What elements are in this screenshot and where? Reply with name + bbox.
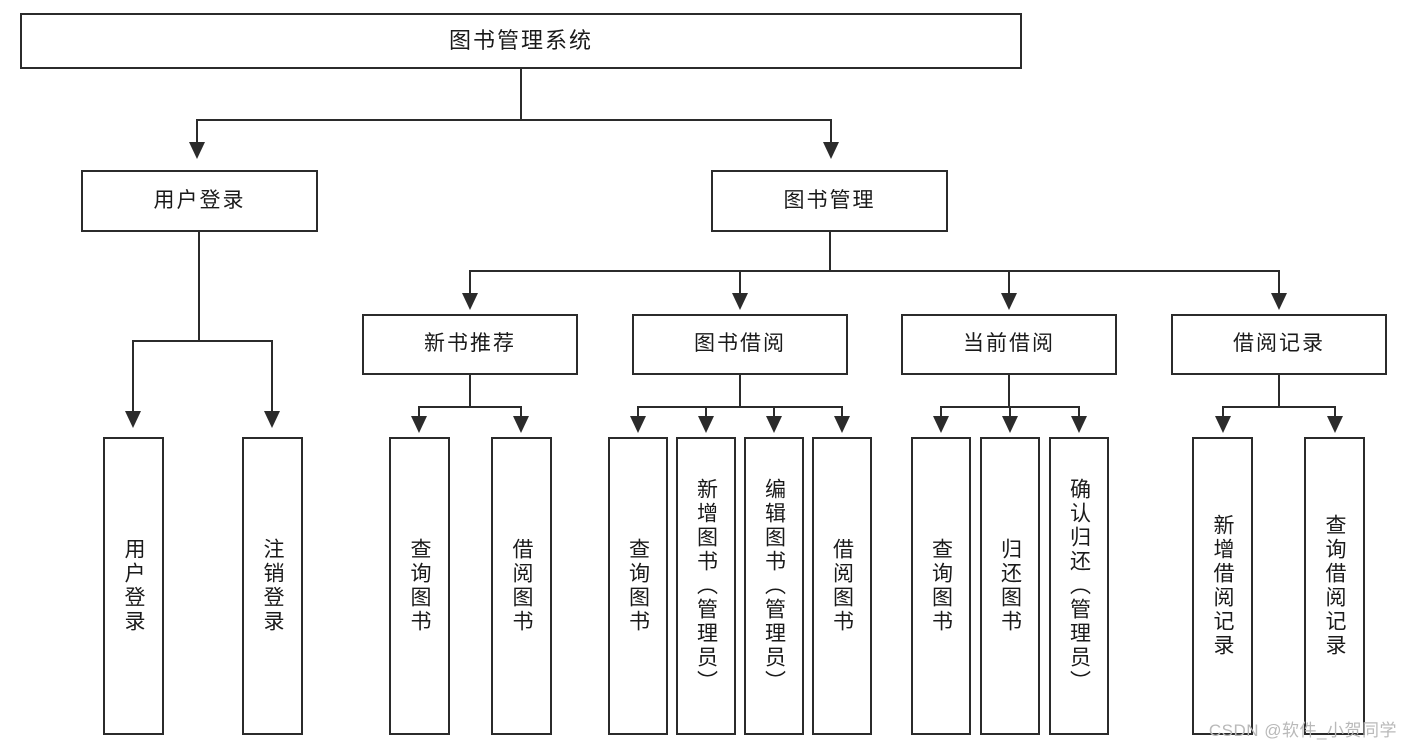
arrowhead-leaf-logout — [264, 411, 280, 428]
connector-new-book-stem — [469, 375, 471, 408]
arrowhead-borrow-record — [1271, 293, 1287, 310]
leaf-cb-query-book[interactable]: 查询图书 — [911, 437, 971, 735]
connector-user-login-drop-1 — [132, 340, 134, 413]
arrowhead-bb-leaf-3 — [766, 416, 782, 433]
node-root-system[interactable]: 图书管理系统 — [20, 13, 1022, 69]
connector-borrow-record-bar — [1222, 406, 1336, 408]
node-label: 用户登录 — [122, 538, 145, 634]
arrowhead-new-book — [462, 293, 478, 310]
connector-bb-drop-4 — [841, 406, 843, 418]
connector-user-login-stem — [198, 232, 200, 342]
arrowhead-leaf-user-login — [125, 411, 141, 428]
arrowhead-cb-leaf-2 — [1002, 416, 1018, 433]
leaf-br-add-record[interactable]: 新增借阅记录 — [1192, 437, 1253, 735]
connector-br-drop-1 — [1222, 406, 1224, 418]
leaf-bb-add-book[interactable]: 新增图书（管理员） — [676, 437, 736, 735]
connector-book-borrow-stem — [739, 375, 741, 408]
node-label: 图书管理 — [783, 188, 876, 212]
arrowhead-user-login — [189, 142, 205, 159]
connector-user-login-bar — [132, 340, 273, 342]
node-label: 查询图书 — [626, 538, 650, 634]
arrowhead-bb-leaf-4 — [834, 416, 850, 433]
arrowhead-nb-leaf-2 — [513, 416, 529, 433]
node-label: 查询借阅记录 — [1323, 514, 1346, 658]
leaf-bb-edit-book[interactable]: 编辑图书（管理员） — [744, 437, 804, 735]
node-label: 新书推荐 — [424, 332, 516, 356]
leaf-bb-borrow-book[interactable]: 借阅图书 — [812, 437, 872, 735]
node-label: 图书借阅 — [694, 332, 786, 356]
node-label: 新增借阅记录 — [1211, 514, 1234, 658]
arrowhead-cb-leaf-1 — [933, 416, 949, 433]
connector-cb-drop-2 — [1009, 406, 1011, 418]
arrowhead-current-borrow — [1001, 293, 1017, 310]
connector-book-manage-bar — [469, 270, 1280, 272]
leaf-bb-query-book[interactable]: 查询图书 — [608, 437, 668, 735]
node-label: 查询图书 — [929, 538, 953, 634]
node-label: 借阅记录 — [1233, 332, 1325, 356]
arrowhead-book-manage — [823, 142, 839, 159]
connector-new-book-bar — [418, 406, 522, 408]
leaf-br-query-record[interactable]: 查询借阅记录 — [1304, 437, 1365, 735]
connector-root-bar — [196, 119, 832, 121]
node-user-login[interactable]: 用户登录 — [81, 170, 318, 232]
connector-br-drop-2 — [1334, 406, 1336, 418]
node-label: 图书管理系统 — [448, 28, 593, 54]
node-book-borrow[interactable]: 图书借阅 — [632, 314, 848, 375]
connector-new-book-drop-2 — [520, 406, 522, 418]
arrowhead-bb-leaf-1 — [630, 416, 646, 433]
leaf-cb-return-book[interactable]: 归还图书 — [980, 437, 1040, 735]
connector-to-current-borrow — [1008, 270, 1010, 295]
connector-book-borrow-bar — [637, 406, 843, 408]
arrowhead-bb-leaf-2 — [698, 416, 714, 433]
node-label: 借阅图书 — [510, 538, 533, 634]
connector-new-book-drop-1 — [418, 406, 420, 418]
connector-current-borrow-stem — [1008, 375, 1010, 408]
leaf-nb-borrow-book[interactable]: 借阅图书 — [491, 437, 552, 735]
connector-bb-drop-2 — [705, 406, 707, 418]
connector-bb-drop-3 — [773, 406, 775, 418]
node-label: 当前借阅 — [963, 332, 1055, 356]
node-new-book-recommend[interactable]: 新书推荐 — [362, 314, 578, 375]
node-label: 新增图书（管理员） — [694, 478, 718, 694]
node-current-borrow[interactable]: 当前借阅 — [901, 314, 1117, 375]
node-label: 查询图书 — [408, 538, 431, 634]
connector-book-manage-stem — [829, 232, 831, 272]
arrowhead-cb-leaf-3 — [1071, 416, 1087, 433]
connector-root-to-user-login — [196, 119, 198, 144]
connector-cb-drop-1 — [940, 406, 942, 418]
connector-to-borrow-record — [1278, 270, 1280, 295]
connector-root-stem — [520, 69, 522, 120]
watermark-text: CSDN @软件_小贺同学 — [1208, 721, 1397, 740]
node-label: 借阅图书 — [830, 538, 854, 634]
leaf-user-login[interactable]: 用户登录 — [103, 437, 164, 735]
node-label: 归还图书 — [998, 538, 1022, 634]
connector-bb-drop-1 — [637, 406, 639, 418]
node-label: 用户登录 — [153, 188, 246, 212]
connector-cb-drop-3 — [1078, 406, 1080, 418]
connector-borrow-record-stem — [1278, 375, 1280, 408]
arrowhead-br-leaf-1 — [1215, 416, 1231, 433]
leaf-cb-confirm-return[interactable]: 确认归还（管理员） — [1049, 437, 1109, 735]
node-label: 编辑图书（管理员） — [762, 478, 786, 694]
connector-to-book-borrow — [739, 270, 741, 295]
connector-to-new-book — [469, 270, 471, 295]
arrowhead-book-borrow — [732, 293, 748, 310]
node-label: 确认归还（管理员） — [1067, 478, 1091, 694]
leaf-nb-query-book[interactable]: 查询图书 — [389, 437, 450, 735]
arrowhead-nb-leaf-1 — [411, 416, 427, 433]
node-borrow-record[interactable]: 借阅记录 — [1171, 314, 1387, 375]
node-book-manage[interactable]: 图书管理 — [711, 170, 948, 232]
arrowhead-br-leaf-2 — [1327, 416, 1343, 433]
leaf-logout[interactable]: 注销登录 — [242, 437, 303, 735]
node-label: 注销登录 — [261, 538, 284, 634]
connector-root-to-book-manage — [830, 119, 832, 144]
connector-user-login-drop-2 — [271, 340, 273, 413]
